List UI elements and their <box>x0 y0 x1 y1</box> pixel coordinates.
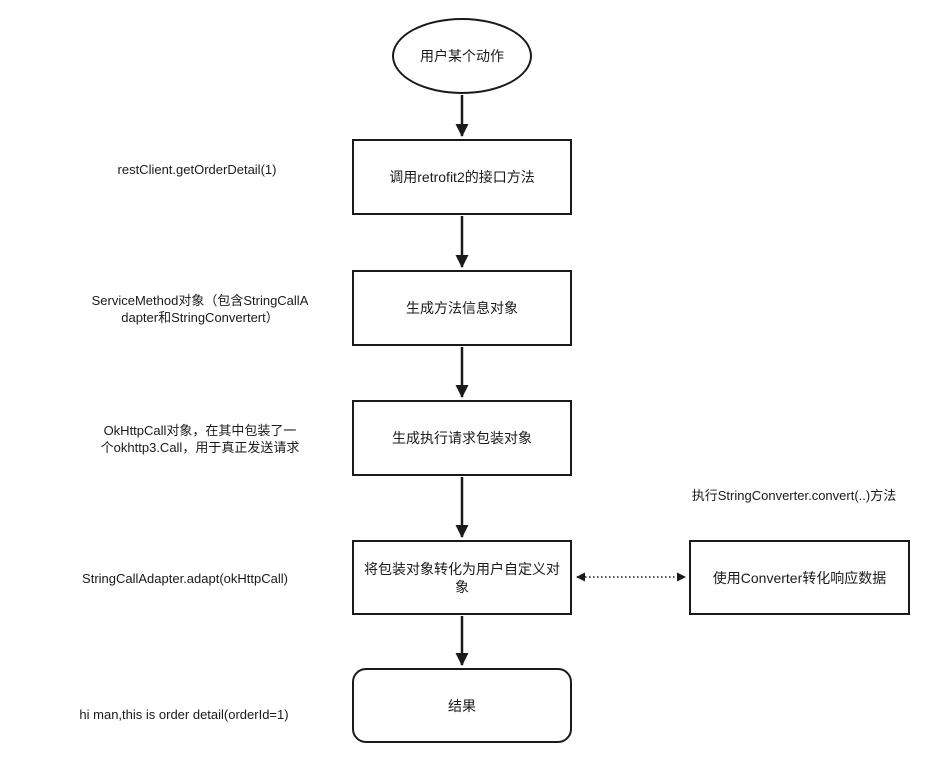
process-box-label: 调用retrofit2的接口方法 <box>389 169 535 185</box>
result-box-label: 结果 <box>448 697 476 714</box>
process-box-label: 生成执行请求包装对象 <box>392 430 532 446</box>
process-box-adapt: 将包装对象转化为用户自定义对象 <box>352 540 572 615</box>
annotation-restclient: restClient.getOrderDetail(1) <box>117 162 277 177</box>
annotation-calladapter: StringCallAdapter.adapt(okHttpCall) <box>82 571 288 586</box>
result-box: 结果 <box>352 668 572 743</box>
annotation-servicemethod: ServiceMethod对象（包含StringCallA dapter和Str… <box>91 293 309 325</box>
side-box-converter: 使用Converter转化响应数据 <box>689 540 910 615</box>
side-box-label: 使用Converter转化响应数据 <box>712 569 887 586</box>
side-box-caption: 执行StringConverter.convert(..)方法 <box>691 488 897 503</box>
annotation-result: hi man,this is order detail(orderId=1) <box>79 707 289 722</box>
start-ellipse-label: 用户某个动作 <box>420 48 504 64</box>
process-box-label: 生成方法信息对象 <box>406 300 518 316</box>
annotation-okhttpcall: OkHttpCall对象，在其中包装了一 个okhttp3.Call，用于真正发… <box>100 423 300 455</box>
start-ellipse: 用户某个动作 <box>392 18 532 94</box>
process-box-method-info: 生成方法信息对象 <box>352 270 572 346</box>
process-box-wrap-request: 生成执行请求包装对象 <box>352 400 572 476</box>
process-box-call-api: 调用retrofit2的接口方法 <box>352 139 572 215</box>
process-box-label: 将包装对象转化为用户自定义对象 <box>364 560 560 595</box>
